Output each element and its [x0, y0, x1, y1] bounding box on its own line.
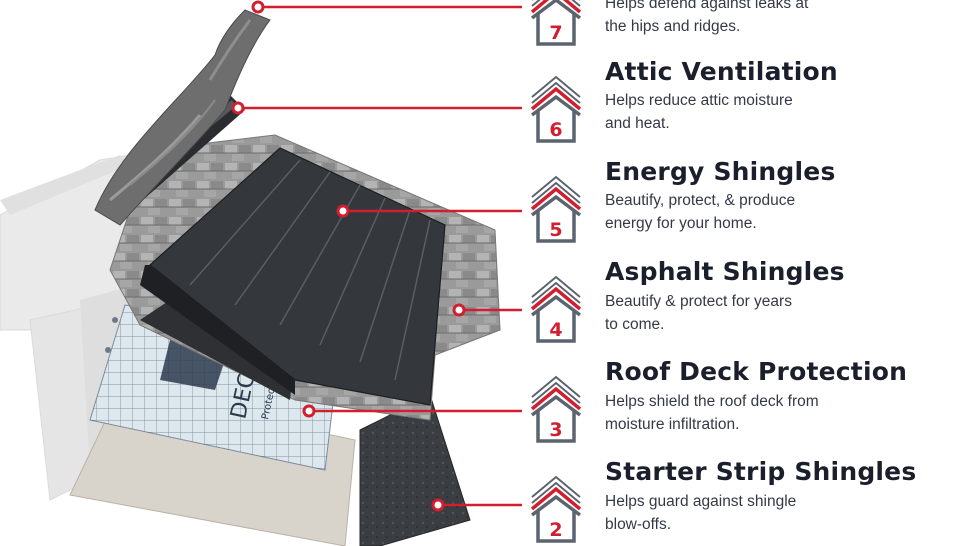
layer-title-5: Energy Shingles: [605, 157, 836, 186]
house-icon-number: 5: [549, 219, 562, 241]
layer-desc-4-line-1: Beautify & protect for years: [605, 293, 792, 310]
house-icon-5: 5: [530, 175, 582, 243]
callout-dot-5: [336, 204, 350, 218]
house-icon-number: 6: [549, 119, 562, 141]
callout-dot-6: [231, 101, 245, 115]
layer-desc-3-line-2: moisture infiltration.: [605, 416, 740, 433]
house-icon-2: 2: [530, 475, 582, 543]
house-icon-number: 7: [549, 22, 562, 44]
layer-desc-7-line-2: the hips and ridges.: [605, 18, 741, 35]
layer-title-3: Roof Deck Protection: [605, 357, 908, 386]
house-icon-4: 4: [530, 275, 582, 343]
callout-dot-4: [452, 303, 466, 317]
callout-dots: [231, 0, 466, 512]
layer-title-6: Attic Ventilation: [605, 57, 838, 86]
layer-desc-2-line-1: Helps guard against shingle: [605, 493, 797, 510]
house-icon-number: 3: [549, 419, 562, 441]
layer-title-2: Starter Strip Shingles: [605, 457, 917, 486]
callout-dot-2: [431, 498, 445, 512]
layer-desc-5-line-2: energy for your home.: [605, 215, 757, 232]
layer-desc-7-line-1: Helps defend against leaks at: [605, 0, 809, 12]
layer-desc-6-line-1: Helps reduce attic moisture: [605, 92, 793, 109]
layer-desc-2-line-2: blow-offs.: [605, 516, 672, 533]
house-icon-number: 4: [549, 319, 562, 341]
hip-and-ridge-shingles: [94, 9, 271, 226]
house-icon-7: 7: [530, 0, 582, 46]
layer-desc-3-line-1: Helps shield the roof deck from: [605, 393, 819, 410]
callout-lines: [238, 5, 522, 507]
layer-desc-5-line-1: Beautify, protect, & produce: [605, 192, 796, 209]
layer-house-icons: 7 6 5 4 3 2: [530, 0, 582, 543]
layer-desc-6-line-2: and heat.: [605, 115, 670, 132]
layer-desc-4-line-2: to come.: [605, 316, 665, 333]
callout-dot-3: [302, 404, 316, 418]
house-icon-3: 3: [530, 375, 582, 443]
house-icon-number: 2: [549, 519, 562, 541]
house-icon-6: 6: [530, 75, 582, 143]
layer-title-4: Asphalt Shingles: [605, 257, 845, 286]
callout-dot-7: [251, 0, 265, 14]
